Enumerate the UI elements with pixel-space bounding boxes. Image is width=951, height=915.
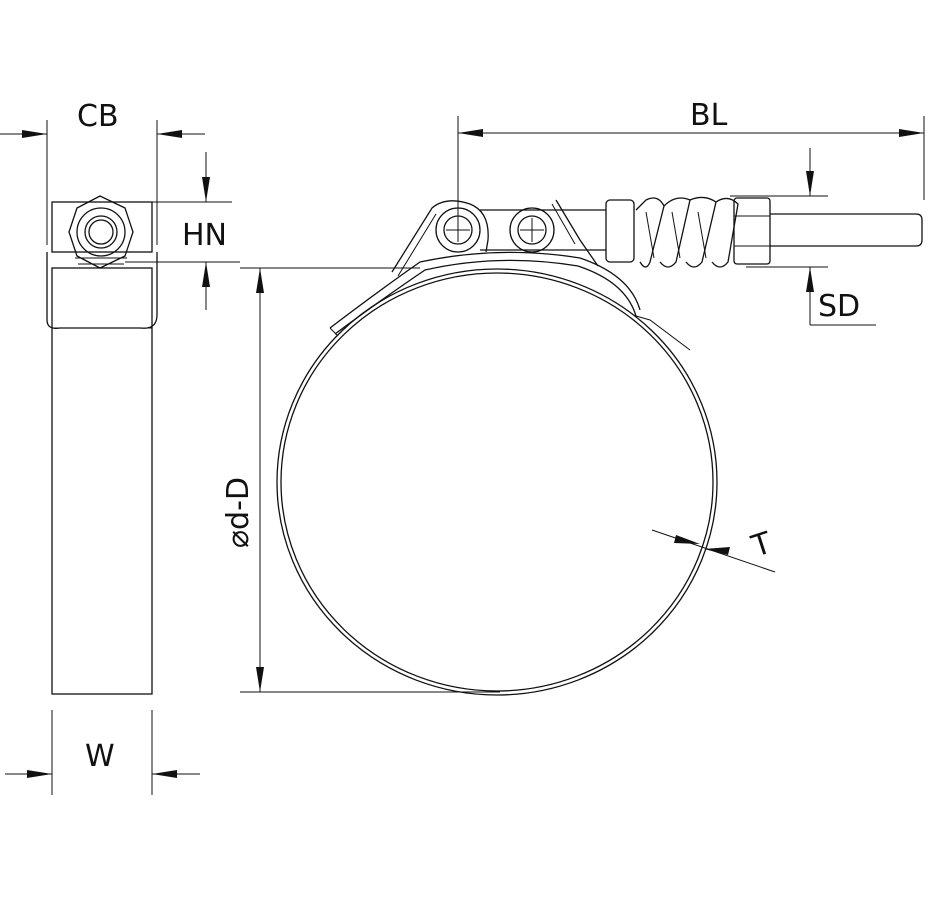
- hn-dimension: HN: [125, 152, 240, 310]
- w-label: W: [85, 739, 115, 774]
- side-view: CB HN W: [0, 99, 240, 795]
- bridge-saddle: [329, 251, 641, 329]
- spring: [635, 196, 739, 268]
- pin-right: [509, 207, 555, 253]
- t-label: T: [747, 525, 777, 564]
- bolt-tip: [770, 213, 923, 247]
- trunnion-left: [391, 200, 489, 273]
- washer: [605, 199, 635, 263]
- sd-dimension: SD: [730, 148, 876, 326]
- bl-dimension: BL: [457, 98, 925, 232]
- bl-label: BL: [690, 98, 728, 133]
- diameter-label: ⌀d-D: [221, 477, 256, 548]
- t-dimension: T: [651, 525, 777, 573]
- sd-label: SD: [818, 289, 860, 324]
- front-view: BL SD ⌀d-D T: [221, 98, 925, 696]
- side-housing: [51, 201, 153, 253]
- cb-label: CB: [77, 99, 119, 134]
- side-band: [51, 267, 153, 695]
- w-dimension: W: [5, 710, 200, 795]
- diameter-dimension: ⌀d-D: [221, 267, 500, 693]
- cb-dimension: CB: [0, 99, 205, 245]
- trunnion-right: [555, 199, 599, 267]
- band-inner: [280, 272, 714, 692]
- band-outer: [276, 268, 718, 696]
- hn-label: HN: [182, 218, 227, 253]
- side-nut: [68, 195, 134, 269]
- front-nut: [733, 197, 771, 265]
- side-bridge: [46, 252, 158, 329]
